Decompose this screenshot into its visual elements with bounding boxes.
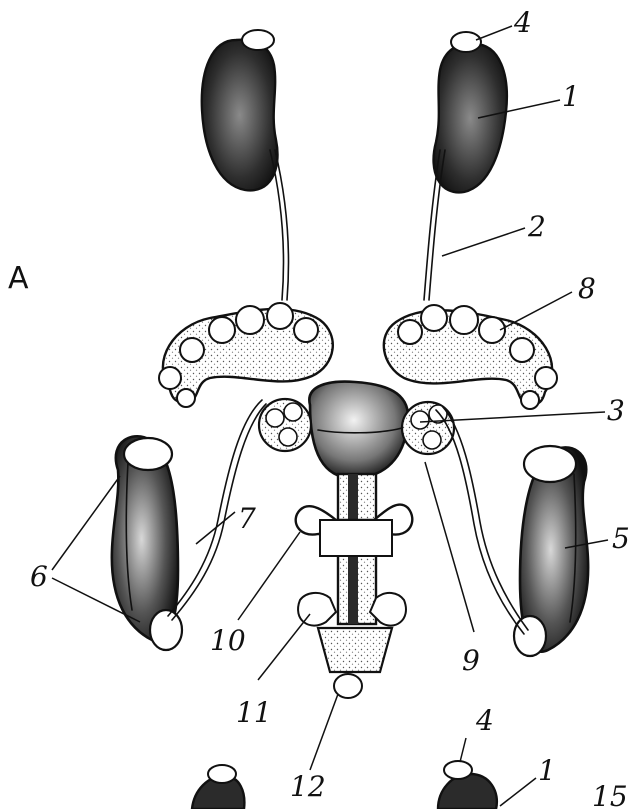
testis-left [112, 436, 182, 650]
kidney-left [202, 30, 278, 190]
label-12: 12 [290, 770, 326, 803]
label-10: 10 [210, 624, 246, 657]
label-15: 15 [592, 780, 628, 809]
label-2: 2 [527, 210, 546, 243]
kidney-right [434, 32, 507, 192]
label-1-bottom: 1 [538, 754, 556, 787]
label-11: 11 [236, 696, 272, 729]
label-7: 7 [238, 502, 256, 535]
lobed-gland-right [384, 305, 557, 409]
duct-right [442, 406, 528, 630]
panel-label: A [8, 261, 29, 296]
gland-left-bladder [259, 399, 311, 451]
label-6: 6 [30, 560, 48, 593]
label-8: 8 [578, 272, 596, 305]
label-4-bottom: 4 [475, 704, 494, 737]
gland-right-bladder [402, 402, 454, 454]
adrenal-gland-right [451, 32, 481, 52]
label-5: 5 [612, 522, 630, 555]
lobed-gland-left [159, 303, 333, 407]
bottom-kidney-left-partial [192, 765, 244, 809]
label-3: 3 [607, 394, 625, 427]
bladder [309, 382, 408, 479]
testis-right [514, 446, 588, 656]
label-1-right: 1 [562, 80, 580, 113]
adrenal-gland-left [242, 30, 274, 50]
label-4-top: 4 [513, 6, 532, 39]
label-9: 9 [462, 644, 480, 677]
distal-end-12 [318, 628, 392, 698]
bottom-kidney-right-partial [438, 761, 497, 809]
